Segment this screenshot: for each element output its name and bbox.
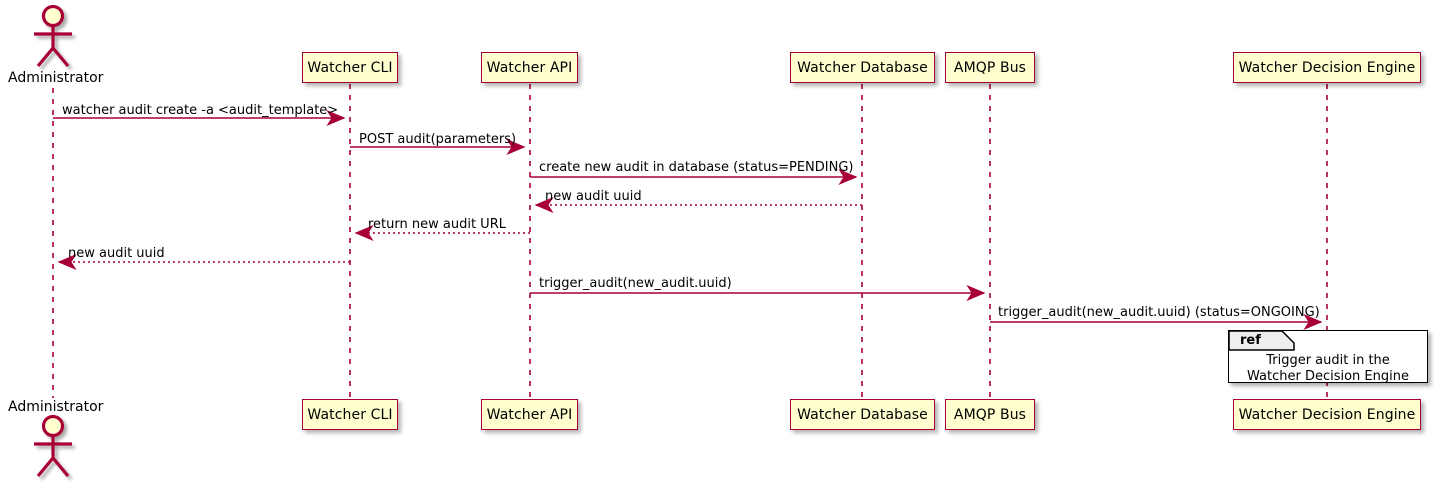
participant-label: Watcher Database (797, 406, 928, 423)
actor-label-administrator-bottom: Administrator (8, 399, 104, 415)
participant-label: Watcher CLI (307, 406, 393, 423)
participant-label: Watcher API (486, 406, 573, 423)
lifelines (52, 84, 1328, 398)
message-arrows (53, 110, 1323, 330)
participant-label: Watcher Decision Engine (1238, 406, 1416, 423)
actor-administrator-bottom-figure (34, 414, 72, 478)
ref-fragment-line-2: Watcher Decision Engine (1247, 369, 1409, 384)
actor-administrator-top-figure (34, 4, 72, 68)
ref-fragment-line-1: Trigger audit in the (1266, 353, 1390, 368)
participant-box-watcher-cli-top[interactable]: Watcher CLI (302, 52, 398, 83)
message-label-1: watcher audit create -a <audit_template> (62, 103, 339, 118)
ref-fragment-body: Trigger audit in the Watcher Decision En… (1229, 353, 1427, 385)
message-label-4: new audit uuid (545, 189, 642, 204)
participant-label: AMQP Bus (953, 59, 1027, 76)
participant-label: Watcher API (486, 59, 573, 76)
ref-fragment-trigger-audit[interactable]: ref Trigger audit in the Watcher Decisio… (1228, 330, 1428, 385)
participant-box-amqp-bus-bottom[interactable]: AMQP Bus (945, 399, 1035, 430)
message-label-3: create new audit in database (status=PEN… (539, 160, 854, 175)
participant-box-watcher-decision-engine-top[interactable]: Watcher Decision Engine (1233, 52, 1421, 83)
ref-fragment-tab-label: ref (1240, 333, 1261, 348)
actor-label-administrator-top: Administrator (8, 70, 104, 86)
participant-label: Watcher Decision Engine (1238, 59, 1416, 76)
participant-label: Watcher Database (797, 59, 928, 76)
participant-box-watcher-api-top[interactable]: Watcher API (481, 52, 578, 83)
participant-box-amqp-bus-top[interactable]: AMQP Bus (945, 52, 1035, 83)
message-label-5: return new audit URL (368, 217, 506, 232)
message-label-8: trigger_audit(new_audit.uuid) (status=ON… (998, 305, 1320, 320)
ref-fragment-tab: ref (1229, 331, 1301, 351)
participant-box-watcher-database-top[interactable]: Watcher Database (790, 52, 935, 83)
participant-box-watcher-api-bottom[interactable]: Watcher API (481, 399, 578, 430)
participant-label: AMQP Bus (953, 406, 1027, 423)
message-label-2: POST audit(parameters) (359, 132, 517, 147)
message-label-7: trigger_audit(new_audit.uuid) (539, 276, 732, 291)
participant-box-watcher-cli-bottom[interactable]: Watcher CLI (302, 399, 398, 430)
participant-label: Watcher CLI (307, 59, 393, 76)
participant-box-watcher-database-bottom[interactable]: Watcher Database (790, 399, 935, 430)
participant-box-watcher-decision-engine-bottom[interactable]: Watcher Decision Engine (1233, 399, 1421, 430)
message-label-6: new audit uuid (68, 246, 165, 261)
